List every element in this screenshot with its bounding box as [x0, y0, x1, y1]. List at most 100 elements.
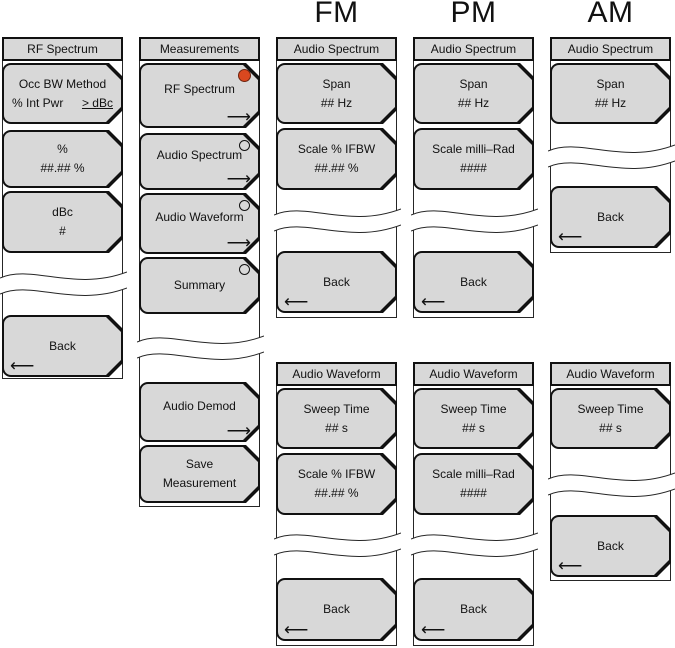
softkey-sweep-time[interactable]: Sweep Time ## s	[276, 388, 397, 449]
section-header-am: AM	[587, 0, 634, 29]
menu-break-wave	[411, 203, 538, 237]
softkey-value: ####	[460, 486, 487, 500]
softkey-label: Audio Demod	[163, 398, 236, 413]
softkey-sweep-time[interactable]: Sweep Time ## s	[550, 388, 671, 449]
submenu-arrow-icon: ⟶	[226, 169, 251, 188]
softkey-label: Occ BW Method	[18, 76, 107, 91]
menu-title: Audio Waveform	[276, 362, 397, 386]
menu-pm-audio-spectrum: Audio Spectrum Span ## Hz Scale milli–Ra…	[411, 37, 538, 318]
menu-title: Audio Waveform	[550, 362, 671, 386]
softkey-label: Summary	[173, 278, 226, 293]
menu-break-wave	[137, 330, 264, 364]
softkey-audio-waveform[interactable]: Audio Waveform ⟶	[139, 193, 260, 254]
menu-rf-spectrum: RF Spectrum Occ BW Method % Int Pwr > dB…	[0, 37, 127, 379]
softkey-label: Scale milli–Rad	[432, 142, 515, 157]
softkey-sweep-time[interactable]: Sweep Time ## s	[413, 388, 534, 449]
softkey-label: %	[57, 142, 68, 157]
softkey-back[interactable]: Back ⟵	[550, 186, 671, 248]
back-arrow-icon: ⟵	[10, 356, 35, 375]
softkey-value: ## s	[325, 420, 348, 435]
softkey-value: ## Hz	[320, 95, 353, 110]
softkey-label: Audio Waveform	[155, 210, 244, 225]
menu-break-wave	[0, 266, 127, 300]
softkey-scale[interactable]: Scale % IFBW ##.## %	[276, 453, 397, 515]
submenu-arrow-icon: ⟶	[226, 233, 251, 252]
softkey-label: Back	[49, 338, 76, 353]
softkey-span[interactable]: Span ## Hz	[413, 63, 534, 124]
softkey-label: Back	[323, 274, 350, 289]
menu-title: Audio Spectrum	[413, 37, 534, 61]
softkey-label: Back	[460, 274, 487, 289]
softkey-back[interactable]: Back ⟵	[276, 251, 397, 313]
softkey-audio-spectrum[interactable]: Audio Spectrum ⟶	[139, 133, 260, 190]
softkey-percent[interactable]: % ##.## %	[2, 130, 123, 188]
softkey-scale[interactable]: Scale milli–Rad ####	[413, 128, 534, 190]
back-arrow-icon: ⟵	[558, 556, 583, 575]
section-header-fm: FM	[314, 0, 359, 29]
softkey-label: Back	[597, 538, 624, 553]
menu-break-wave	[274, 527, 401, 561]
menu-am-audio-spectrum: Audio Spectrum Span ## Hz Back ⟵	[548, 37, 675, 253]
menu-title: Audio Waveform	[413, 362, 534, 386]
softkey-rf-spectrum[interactable]: RF Spectrum ⟶	[139, 63, 260, 128]
submenu-arrow-icon: ⟶	[226, 107, 251, 126]
back-arrow-icon: ⟵	[421, 292, 446, 311]
softkey-summary[interactable]: Summary	[139, 257, 260, 314]
softkey-label-line2: Measurement	[162, 476, 237, 490]
submenu-arrow-icon: ⟶	[226, 421, 251, 440]
softkey-dbc[interactable]: dBc #	[2, 191, 123, 253]
softkey-back[interactable]: Back ⟵	[276, 578, 397, 641]
menu-title: Measurements	[139, 37, 260, 61]
softkey-audio-demod[interactable]: Audio Demod ⟶	[139, 382, 260, 442]
radio-indicator-icon	[239, 264, 250, 275]
menu-measurements: Measurements RF Spectrum ⟶ Audio Spectru…	[137, 37, 264, 507]
softkey-back[interactable]: Back ⟵	[2, 315, 123, 377]
softkey-label: Back	[597, 209, 624, 224]
softkey-value: ## Hz	[457, 95, 490, 110]
radio-indicator-icon	[238, 69, 251, 82]
menu-title: Audio Spectrum	[276, 37, 397, 61]
menu-break-wave	[411, 527, 538, 561]
softkey-scale[interactable]: Scale % IFBW ##.## %	[276, 128, 397, 190]
softkey-value: ##.## %	[40, 161, 85, 175]
back-arrow-icon: ⟵	[558, 227, 583, 246]
back-arrow-icon: ⟵	[284, 620, 309, 639]
softkey-save-measurement[interactable]: Save Measurement	[139, 445, 260, 503]
softkey-option-left: % Int Pwr	[12, 95, 64, 110]
softkey-label: Scale % IFBW	[297, 467, 376, 482]
menu-pm-audio-waveform: Audio Waveform Sweep Time ## s Scale mil…	[411, 362, 538, 646]
softkey-span[interactable]: Span ## Hz	[550, 63, 671, 124]
back-arrow-icon: ⟵	[421, 620, 446, 639]
softkey-value: ####	[460, 161, 487, 175]
softkey-label: Audio Spectrum	[156, 148, 243, 163]
menu-title: Audio Spectrum	[550, 37, 671, 61]
softkey-value: ## s	[599, 420, 622, 435]
menu-break-wave	[274, 203, 401, 237]
softkey-occ-bw-method[interactable]: Occ BW Method % Int Pwr > dBc	[2, 63, 123, 124]
menu-break-wave	[548, 139, 675, 173]
softkey-span[interactable]: Span ## Hz	[276, 63, 397, 124]
softkey-scale[interactable]: Scale milli–Rad ####	[413, 453, 534, 515]
radio-indicator-icon	[239, 200, 250, 211]
softkey-label: Sweep Time	[440, 401, 507, 416]
softkey-value: ##.## %	[314, 486, 359, 500]
softkey-back[interactable]: Back ⟵	[550, 515, 671, 577]
softkey-label: Sweep Time	[303, 401, 370, 416]
softkey-value: ## s	[462, 420, 485, 435]
softkey-value: #	[59, 224, 66, 238]
softkey-label: Span	[596, 76, 625, 91]
softkey-label: Scale % IFBW	[297, 142, 376, 157]
softkey-back[interactable]: Back ⟵	[413, 578, 534, 641]
menu-title: RF Spectrum	[2, 37, 123, 61]
softkey-value: ## Hz	[594, 95, 627, 110]
softkey-label: Span	[322, 76, 351, 91]
softkey-value: ##.## %	[314, 161, 359, 175]
softkey-label: Scale milli–Rad	[432, 467, 515, 482]
softkey-back[interactable]: Back ⟵	[413, 251, 534, 313]
section-header-pm: PM	[450, 0, 497, 29]
menu-fm-audio-waveform: Audio Waveform Sweep Time ## s Scale % I…	[274, 362, 401, 646]
softkey-option-selected: > dBc	[81, 95, 113, 110]
softkey-label: Save	[185, 457, 214, 472]
back-arrow-icon: ⟵	[284, 292, 309, 311]
